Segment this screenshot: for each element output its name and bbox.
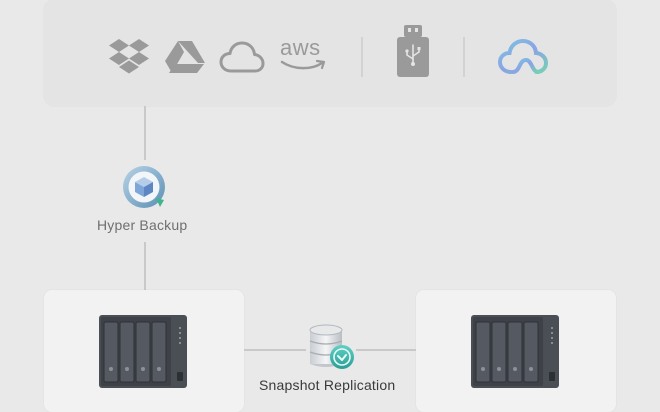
hyper-backup-icon (123, 166, 165, 208)
divider (361, 37, 363, 77)
connector-line (356, 349, 416, 351)
usb-drive-icon (397, 25, 429, 77)
synology-c2-cloud-icon (497, 38, 549, 74)
dropbox-icon (109, 39, 149, 74)
connector-line (244, 349, 306, 351)
cloud-icon (219, 41, 265, 73)
nas-device-icon (99, 315, 187, 388)
aws-wordmark: aws (280, 35, 321, 60)
connector-line (144, 242, 146, 290)
connector-line (144, 106, 146, 160)
aws-icon: aws (280, 35, 328, 74)
divider (463, 37, 465, 77)
hyper-backup-label: Hyper Backup (97, 217, 188, 233)
nas-device-icon (471, 315, 559, 388)
snapshot-replication-label: Snapshot Replication (259, 377, 396, 393)
snapshot-replication-icon (309, 324, 354, 369)
google-drive-icon (165, 41, 205, 73)
